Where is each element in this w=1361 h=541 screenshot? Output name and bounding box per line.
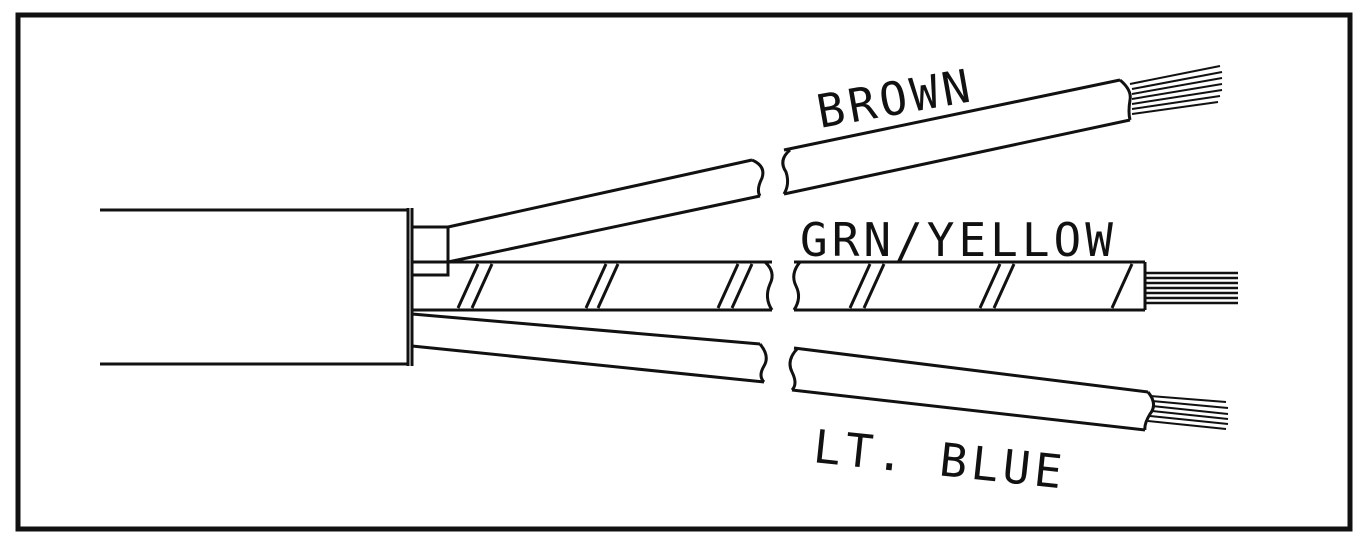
brown-wire-strands — [1129, 65, 1223, 115]
green-yellow-stripes — [456, 263, 1134, 309]
light-blue-strands — [1147, 395, 1229, 430]
light-blue-wire — [411, 312, 1155, 432]
green-yellow-label: GRN/YELLOW — [800, 213, 1117, 267]
green-yellow-strands — [1145, 271, 1238, 305]
sleeve-stub — [410, 225, 450, 277]
brown-wire — [447, 78, 1132, 264]
cable-jacket — [100, 208, 414, 366]
